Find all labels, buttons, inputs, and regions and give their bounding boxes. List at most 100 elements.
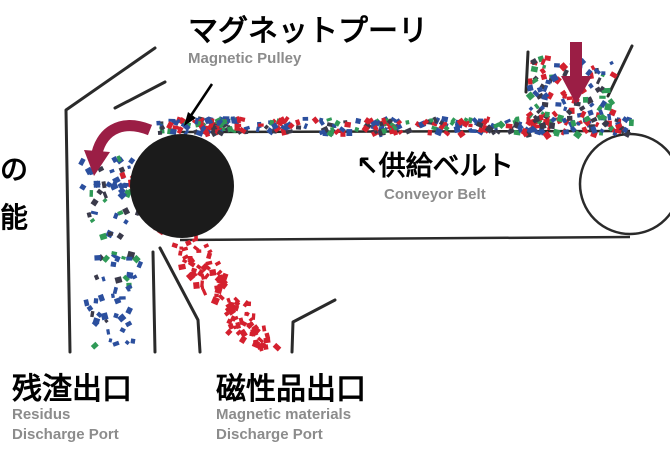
particle bbox=[184, 239, 192, 247]
particle bbox=[583, 115, 591, 123]
particle bbox=[112, 212, 119, 220]
particle bbox=[114, 276, 123, 284]
particle bbox=[598, 85, 607, 94]
particle bbox=[421, 118, 430, 126]
magnetic-outlet-subtitle-2: Discharge Port bbox=[216, 426, 323, 443]
particle bbox=[505, 123, 513, 129]
left-chute-wall bbox=[64, 46, 157, 354]
particle bbox=[599, 113, 608, 122]
particle bbox=[216, 284, 222, 289]
particle bbox=[181, 258, 188, 264]
particle bbox=[354, 126, 360, 133]
particle bbox=[238, 317, 245, 325]
particle bbox=[330, 127, 335, 134]
particle bbox=[156, 120, 161, 126]
particle bbox=[525, 91, 535, 101]
particle bbox=[261, 325, 267, 332]
particle bbox=[196, 249, 202, 253]
particle bbox=[194, 117, 199, 125]
residue-outlet-subtitle-2: Discharge Port bbox=[12, 426, 119, 443]
particle bbox=[536, 108, 543, 115]
particle bbox=[203, 272, 210, 280]
particle bbox=[113, 312, 119, 319]
particle bbox=[128, 157, 136, 165]
hopper-right bbox=[606, 44, 634, 98]
particle bbox=[258, 123, 264, 127]
particle bbox=[550, 116, 557, 123]
particle bbox=[233, 300, 241, 307]
particle bbox=[386, 118, 393, 125]
particle bbox=[104, 318, 109, 324]
particle bbox=[255, 126, 260, 133]
particle bbox=[182, 254, 189, 261]
particle bbox=[590, 116, 598, 124]
pulley-leader-head-icon bbox=[184, 112, 196, 126]
particle bbox=[118, 187, 126, 195]
particle bbox=[89, 190, 94, 197]
particle bbox=[199, 117, 205, 123]
particle bbox=[214, 274, 224, 284]
particle bbox=[588, 102, 595, 108]
hopper-left bbox=[524, 50, 530, 94]
particle bbox=[121, 255, 127, 260]
feed-arrow-shaft-icon bbox=[570, 42, 582, 80]
particle bbox=[542, 130, 552, 140]
particle bbox=[224, 305, 233, 313]
particle bbox=[99, 232, 108, 241]
particle bbox=[485, 116, 491, 123]
residue-outlet-title: 残渣出口 bbox=[12, 372, 132, 407]
particle bbox=[251, 313, 256, 320]
particle bbox=[97, 293, 106, 302]
particle bbox=[166, 121, 174, 130]
particle bbox=[392, 130, 399, 136]
particle bbox=[159, 125, 166, 131]
particle bbox=[233, 296, 241, 304]
particle bbox=[534, 129, 542, 136]
particle bbox=[599, 100, 607, 108]
particle bbox=[101, 276, 106, 282]
particle bbox=[604, 102, 613, 111]
particle bbox=[303, 123, 309, 130]
particle bbox=[555, 102, 562, 107]
particle bbox=[541, 101, 549, 108]
idler-pulley bbox=[578, 132, 670, 236]
pulley-leader-line bbox=[186, 83, 214, 121]
particle bbox=[397, 129, 404, 135]
particle bbox=[536, 92, 544, 100]
particle bbox=[102, 197, 108, 203]
particle bbox=[528, 127, 536, 134]
particle bbox=[538, 122, 547, 130]
particle bbox=[238, 126, 247, 135]
particle bbox=[227, 322, 235, 330]
inner-chute-line bbox=[113, 80, 167, 110]
particle bbox=[263, 337, 271, 344]
particle bbox=[560, 98, 567, 105]
particle bbox=[178, 263, 187, 271]
particle bbox=[609, 60, 614, 66]
particle bbox=[441, 115, 449, 123]
magnetic-pulley-subtitle: Magnetic Pulley bbox=[188, 50, 302, 67]
particle bbox=[363, 117, 372, 125]
particle bbox=[318, 129, 327, 136]
particle bbox=[124, 320, 133, 328]
particle bbox=[601, 88, 608, 94]
particle bbox=[125, 284, 133, 291]
particle bbox=[111, 250, 118, 256]
particle bbox=[117, 210, 124, 216]
particle bbox=[185, 271, 196, 282]
particle bbox=[126, 271, 134, 279]
particle bbox=[594, 121, 600, 128]
particle bbox=[136, 260, 144, 269]
particle bbox=[405, 120, 410, 125]
particle bbox=[251, 324, 260, 332]
particle bbox=[373, 129, 379, 135]
particle bbox=[93, 298, 99, 304]
particle bbox=[573, 101, 581, 107]
particle bbox=[122, 183, 130, 187]
particle bbox=[123, 219, 129, 225]
particle bbox=[477, 126, 484, 134]
particle bbox=[311, 116, 320, 125]
particle bbox=[596, 114, 603, 121]
cropped-text-line1: の bbox=[0, 153, 29, 186]
